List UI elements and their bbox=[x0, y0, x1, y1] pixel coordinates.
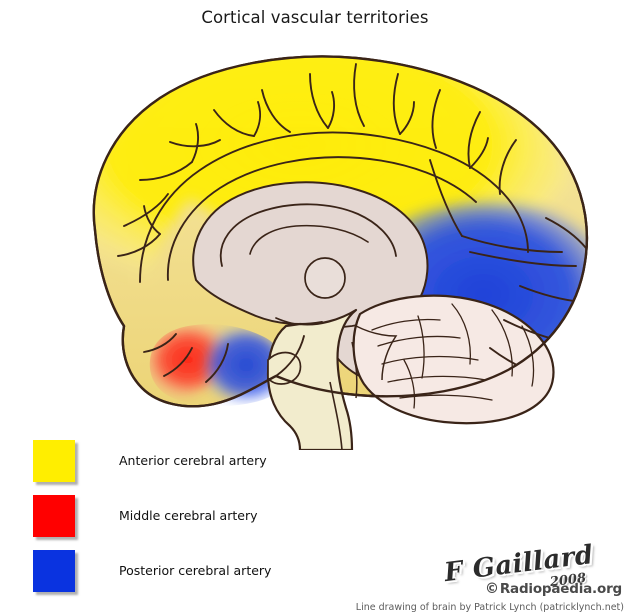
legend-row-aca: Anterior cerebral artery bbox=[33, 433, 293, 488]
legend-swatch-mca bbox=[33, 494, 75, 537]
brainstem bbox=[266, 308, 358, 450]
legend-row-pca: Posterior cerebral artery bbox=[33, 543, 293, 598]
legend-label-mca: Middle cerebral artery bbox=[119, 508, 258, 523]
legend-row-mca: Middle cerebral artery bbox=[33, 488, 293, 543]
page-title: Cortical vascular territories bbox=[201, 8, 429, 27]
brain-edge-glow bbox=[92, 55, 589, 408]
legend-label-pca: Posterior cerebral artery bbox=[119, 563, 272, 578]
cerebellum-group bbox=[352, 294, 555, 425]
legend-swatch-pca bbox=[33, 549, 75, 592]
pca-territory-temporal bbox=[204, 327, 289, 403]
brain-diagram bbox=[92, 55, 589, 450]
cortical-sulci bbox=[117, 63, 587, 383]
attribution-text: Line drawing of brain by Patrick Lynch (… bbox=[355, 602, 624, 613]
legend-swatch-aca bbox=[33, 439, 75, 482]
legend-label-aca: Anterior cerebral artery bbox=[119, 453, 267, 468]
radiopaedia-site-label: Radiopaedia.org bbox=[499, 581, 622, 597]
cerebellar-peduncle bbox=[355, 325, 398, 381]
legend: Anterior cerebral artery Middle cerebral… bbox=[33, 433, 293, 598]
copyright-icon: © bbox=[485, 581, 499, 597]
interthalamic-adhesion bbox=[304, 257, 346, 299]
medulla-line bbox=[329, 381, 343, 450]
fornix-line bbox=[249, 224, 369, 255]
callosum-body-line bbox=[219, 203, 397, 267]
radiopaedia-watermark: © Radiopaedia.org bbox=[485, 581, 622, 597]
